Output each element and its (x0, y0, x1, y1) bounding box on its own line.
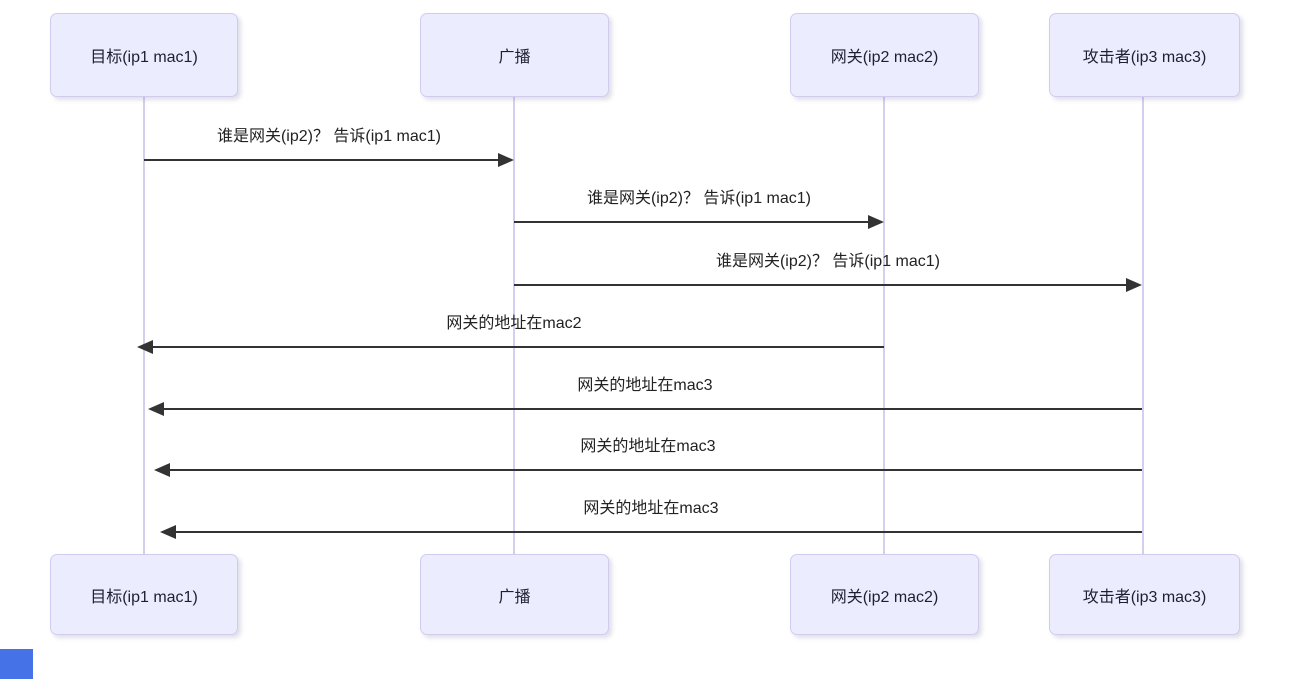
actor-target-top: 目标(ip1 mac1) (50, 13, 238, 97)
actor-label: 目标(ip1 mac1) (90, 49, 198, 66)
actor-target-bottom: 目标(ip1 mac1) (50, 554, 238, 635)
message-line (151, 346, 884, 348)
lifeline-broadcast (513, 97, 515, 554)
actor-attacker-bottom: 攻击者(ip3 mac3) (1049, 554, 1240, 635)
message-line (144, 159, 502, 161)
actor-gateway-top: 网关(ip2 mac2) (790, 13, 979, 97)
actor-broadcast-top: 广播 (420, 13, 609, 97)
message-line (162, 408, 1142, 410)
lifeline-attacker (1142, 97, 1144, 554)
actor-label: 网关(ip2 mac2) (830, 588, 939, 606)
arrowhead-left-icon (154, 463, 170, 477)
message-label: 网关的地址在mac3 (577, 377, 713, 394)
actor-gateway-bottom: 网关(ip2 mac2) (790, 554, 979, 635)
actor-label: 广播 (498, 49, 531, 66)
stray-blue-square (0, 649, 33, 679)
actor-label: 攻击者(ip3 mac3) (1082, 49, 1207, 66)
message-label: 网关的地址在mac3 (580, 438, 716, 455)
lifeline-gateway (883, 97, 885, 554)
actor-label: 攻击者(ip3 mac3) (1082, 588, 1207, 606)
actor-label: 目标(ip1 mac1) (90, 588, 198, 606)
actor-attacker-top: 攻击者(ip3 mac3) (1049, 13, 1240, 97)
message-line (514, 221, 872, 223)
arrowhead-right-icon (498, 153, 514, 167)
message-line (174, 531, 1142, 533)
arrowhead-left-icon (160, 525, 176, 539)
message-label: 谁是网关(ip2)？ 告诉(ip1 mac1) (586, 190, 812, 207)
actor-label: 广播 (498, 588, 531, 606)
message-label: 网关的地址在mac2 (446, 315, 582, 332)
message-line (168, 469, 1142, 471)
arrowhead-right-icon (1126, 278, 1142, 292)
message-label: 网关的地址在mac3 (583, 500, 719, 517)
message-label: 谁是网关(ip2)？ 告诉(ip1 mac1) (715, 253, 941, 270)
arrowhead-left-icon (148, 402, 164, 416)
message-line (514, 284, 1130, 286)
arrowhead-left-icon (137, 340, 153, 354)
lifeline-target (143, 97, 145, 554)
message-label: 谁是网关(ip2)？ 告诉(ip1 mac1) (216, 128, 442, 145)
arrowhead-right-icon (868, 215, 884, 229)
actor-broadcast-bottom: 广播 (420, 554, 609, 635)
actor-label: 网关(ip2 mac2) (830, 49, 939, 66)
